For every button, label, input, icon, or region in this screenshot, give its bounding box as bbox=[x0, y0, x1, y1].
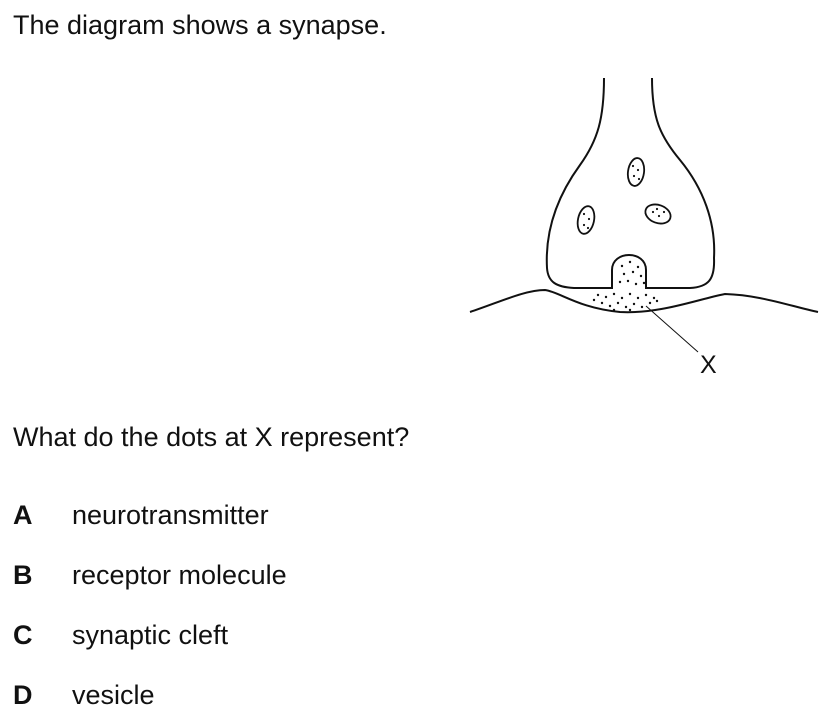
option-text: neurotransmitter bbox=[72, 500, 269, 530]
x-dots bbox=[592, 260, 659, 312]
option-letter: D bbox=[13, 680, 33, 710]
option-a[interactable]: A neurotransmitter bbox=[13, 485, 287, 545]
intro-text: The diagram shows a synapse. bbox=[13, 10, 387, 40]
vesicle bbox=[626, 157, 646, 187]
vesicle bbox=[576, 205, 596, 235]
option-text: receptor molecule bbox=[72, 560, 287, 590]
postsynaptic-membrane bbox=[469, 288, 819, 314]
vesicle bbox=[644, 203, 672, 225]
option-letter: B bbox=[13, 560, 33, 590]
answer-options: A neurotransmitter B receptor molecule C… bbox=[13, 485, 287, 725]
option-letter: A bbox=[13, 500, 33, 530]
vesicle-group bbox=[576, 157, 672, 235]
option-c[interactable]: C synaptic cleft bbox=[13, 605, 287, 665]
presynaptic-terminal bbox=[545, 77, 716, 289]
vesicle-dots bbox=[582, 164, 666, 230]
option-b[interactable]: B receptor molecule bbox=[13, 545, 287, 605]
label-x-leader bbox=[645, 305, 699, 353]
option-d[interactable]: D vesicle bbox=[13, 665, 287, 725]
option-letter: C bbox=[13, 620, 33, 650]
label-x: X bbox=[700, 351, 717, 379]
option-text: synaptic cleft bbox=[72, 620, 229, 650]
question-prompt: What do the dots at X represent? bbox=[13, 422, 410, 452]
synapse-diagram: X bbox=[469, 77, 819, 379]
option-text: vesicle bbox=[72, 680, 155, 710]
